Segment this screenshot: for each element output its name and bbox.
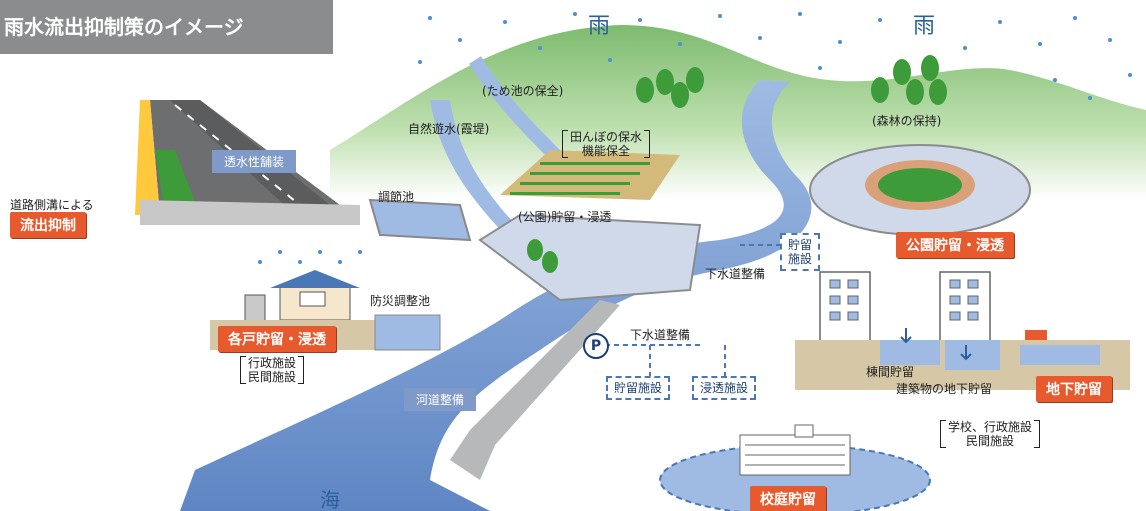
rain-character: 雨 bbox=[913, 14, 936, 39]
label-gesuido: 下水道整備 bbox=[705, 267, 766, 281]
box-line: 施設 bbox=[788, 252, 813, 266]
park-basin bbox=[478, 213, 702, 302]
rain-character: 雨 bbox=[588, 14, 611, 39]
tag-kado-seibi: 河道整備 bbox=[404, 388, 477, 411]
tag-ryushutsu-yokusei: 流出抑制 bbox=[10, 212, 86, 238]
label-shizen-yusui: 自然遊水(霞堤) bbox=[408, 122, 490, 136]
box-choryu-shisetsu: 貯留 施設 bbox=[780, 233, 821, 271]
trees bbox=[527, 55, 947, 273]
label-bosai: 防災調整池 bbox=[370, 294, 431, 308]
label-shinrin: (森林の保持) bbox=[872, 114, 942, 128]
label-gesuido: 下水道整備 bbox=[630, 328, 691, 342]
bracket-tanbo: 田んぼの保水 機能保全 bbox=[561, 130, 651, 158]
river bbox=[180, 80, 812, 511]
box-choryu: 貯留施設 bbox=[606, 376, 671, 400]
box-line: 貯留 bbox=[788, 238, 813, 252]
tag-kakko-choryu: 各戸貯留・浸透 bbox=[218, 326, 336, 352]
bracket-line: 民間施設 bbox=[248, 370, 297, 384]
label-tameike: (ため池の保全) bbox=[482, 84, 564, 98]
box-shinto: 浸透施設 bbox=[692, 376, 757, 400]
bracket-line: 機能保全 bbox=[582, 144, 631, 158]
bracket-gyosei: 行政施設 民間施設 bbox=[239, 356, 305, 384]
tag-koen-choryu: 公園貯留・浸透 bbox=[896, 232, 1014, 258]
bracket-line: 民間施設 bbox=[966, 434, 1015, 448]
connectors bbox=[605, 244, 780, 378]
label-toukan: 棟間貯留 bbox=[866, 365, 915, 379]
bracket-line: 田んぼの保水 bbox=[570, 130, 643, 144]
buildings bbox=[819, 271, 991, 343]
sea-label: 海 bbox=[320, 488, 340, 511]
label-koen-choryu: (公園)貯留・浸透 bbox=[518, 210, 612, 224]
parking-icon: P bbox=[583, 333, 609, 359]
bracket-line: 学校、行政施設 bbox=[948, 420, 1033, 434]
tag-chika-choryu: 地下貯留 bbox=[1036, 376, 1112, 402]
bracket-line: 行政施設 bbox=[248, 356, 297, 370]
regulating-pond bbox=[368, 198, 472, 242]
bracket-gakko: 学校、行政施設 民間施設 bbox=[939, 420, 1041, 448]
tag-tosuisei-hoso: 透水性舗装 bbox=[212, 150, 297, 173]
tag-kotei-choryu: 校庭貯留 bbox=[750, 486, 826, 511]
label-chosetsuchi: 調節池 bbox=[378, 190, 415, 204]
label-doro: 道路側溝による bbox=[10, 198, 94, 212]
page-title: 雨水流出抑制策のイメージ bbox=[0, 0, 333, 54]
label-chika: 建築物の地下貯留 bbox=[896, 382, 993, 396]
